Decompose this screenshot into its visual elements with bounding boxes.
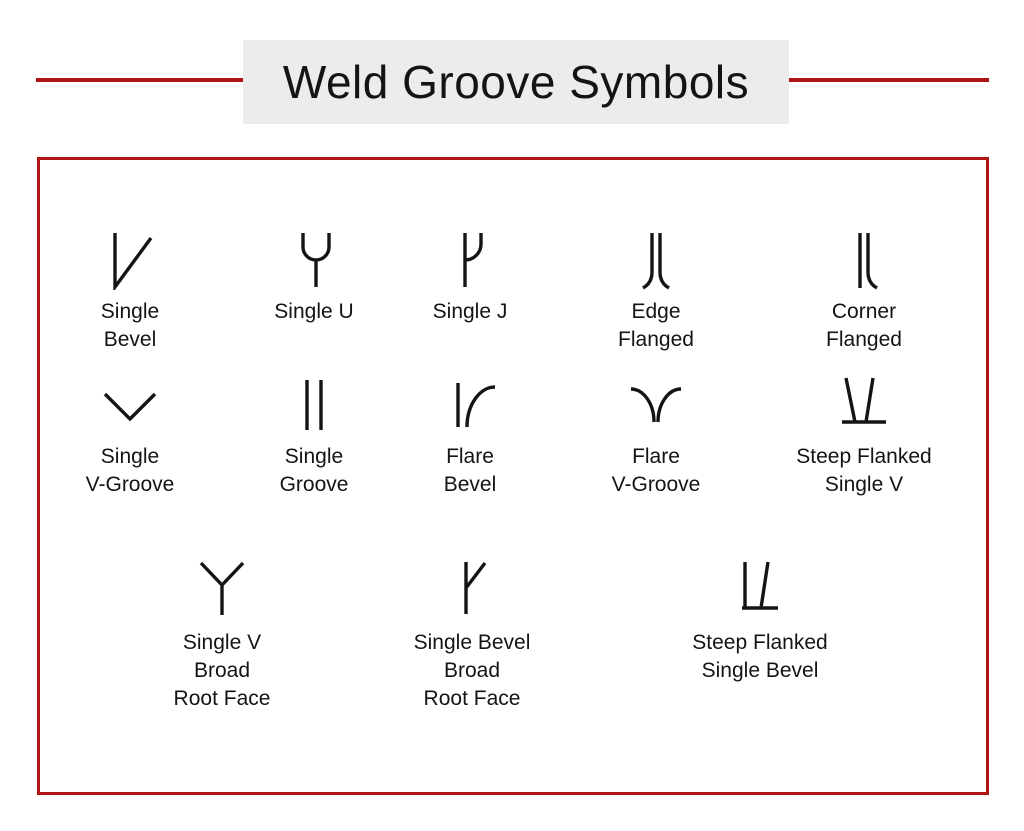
symbol-label: Single J bbox=[432, 300, 508, 323]
symbol-label: Corner Flanged bbox=[826, 300, 902, 351]
single-groove-icon bbox=[305, 380, 323, 430]
title-rule-right bbox=[789, 78, 989, 82]
symbol-cell-single-groove: Single Groove bbox=[226, 375, 402, 499]
title-box: Weld Groove Symbols bbox=[243, 40, 789, 124]
symbol-cell-single-v-groove: Single V-Groove bbox=[42, 375, 218, 499]
symbol-cell-single-u: Single U bbox=[226, 230, 402, 326]
symbol-cell-steep-flanked-single-bevel: Steep Flanked Single Bevel bbox=[650, 558, 870, 685]
symbol-label: Single Bevel Broad Root Face bbox=[413, 631, 531, 710]
symbol-label: Flare V-Groove bbox=[611, 445, 701, 496]
title-rule-left bbox=[36, 78, 243, 82]
symbol-cell-single-bevel: Single Bevel bbox=[42, 230, 218, 354]
symbol-cell-corner-flanged: Corner Flanged bbox=[776, 230, 952, 354]
symbols-panel: Single Bevel Single U Single J Edge Flan… bbox=[37, 157, 989, 795]
symbol-label: Single Bevel bbox=[100, 300, 160, 351]
single-v-groove-icon bbox=[103, 392, 157, 422]
symbol-label: Single Groove bbox=[279, 445, 349, 496]
edge-flanged-icon bbox=[642, 233, 670, 290]
single-u-icon bbox=[301, 233, 331, 287]
steep-flanked-single-bevel-icon bbox=[742, 561, 778, 610]
symbol-label: Single V-Groove bbox=[85, 445, 175, 496]
symbol-cell-single-v-broad-root-face: Single V Broad Root Face bbox=[112, 558, 332, 713]
page-title: Weld Groove Symbols bbox=[282, 56, 750, 108]
symbol-label: Flare Bevel bbox=[443, 445, 497, 496]
single-bevel-icon bbox=[113, 233, 153, 290]
symbol-label: Single V Broad Root Face bbox=[173, 631, 271, 710]
flare-bevel-icon bbox=[456, 383, 496, 428]
steep-flanked-single-v-icon bbox=[842, 377, 886, 424]
flare-v-groove-icon bbox=[630, 387, 682, 423]
symbol-cell-single-bevel-broad-root-face: Single Bevel Broad Root Face bbox=[362, 558, 582, 713]
symbol-cell-edge-flanged: Edge Flanged bbox=[568, 230, 744, 354]
symbol-label: Edge Flanged bbox=[618, 300, 694, 351]
single-v-broad-root-face-icon bbox=[199, 561, 245, 615]
symbol-cell-steep-flanked-single-v: Steep Flanked Single V bbox=[776, 375, 952, 499]
symbol-label: Single U bbox=[274, 300, 354, 323]
symbol-cell-flare-v-groove: Flare V-Groove bbox=[568, 375, 744, 499]
single-j-icon bbox=[463, 233, 483, 287]
single-bevel-broad-root-face-icon bbox=[464, 561, 487, 614]
symbol-cell-flare-bevel: Flare Bevel bbox=[382, 375, 558, 499]
symbol-label: Steep Flanked Single V bbox=[796, 445, 932, 496]
corner-flanged-icon bbox=[858, 233, 878, 290]
symbol-cell-single-j: Single J bbox=[382, 230, 558, 326]
symbol-label: Steep Flanked Single Bevel bbox=[692, 631, 828, 682]
